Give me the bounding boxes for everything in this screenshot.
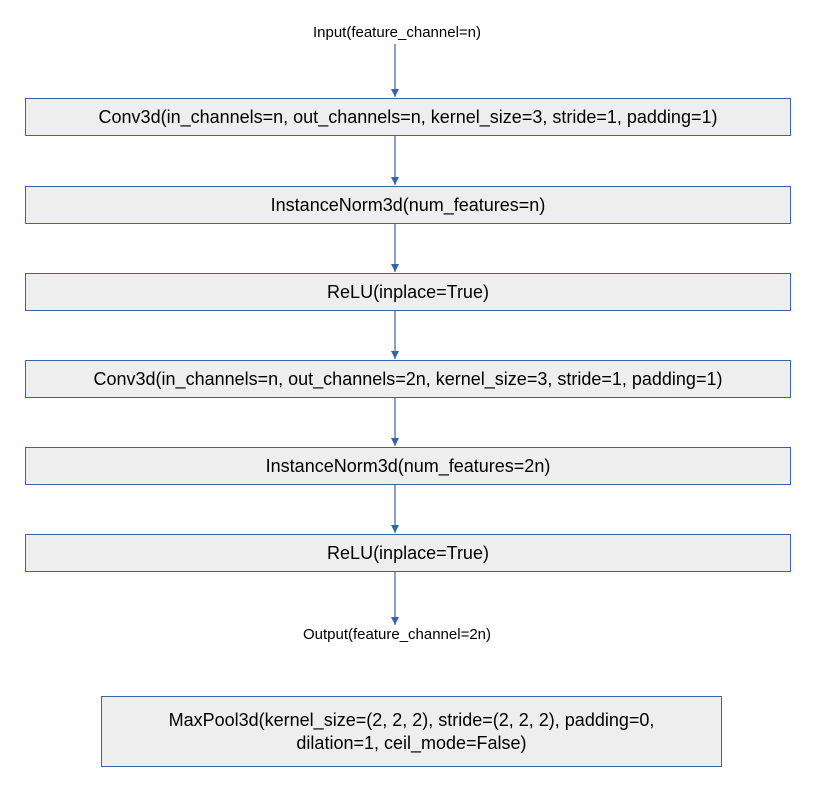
layer-instancenorm3d-1: InstanceNorm3d(num_features=n): [25, 186, 791, 224]
layer-relu-2: ReLU(inplace=True): [25, 534, 791, 572]
layer-conv3d-1: Conv3d(in_channels=n, out_channels=n, ke…: [25, 98, 791, 136]
output-label: Output(feature_channel=2n): [302, 626, 492, 643]
maxpool3d-line-2: dilation=1, ceil_mode=False): [296, 732, 527, 753]
layer-instancenorm3d-2: InstanceNorm3d(num_features=2n): [25, 447, 791, 485]
layer-conv3d-2: Conv3d(in_channels=n, out_channels=2n, k…: [25, 360, 791, 398]
maxpool3d-line-1: MaxPool3d(kernel_size=(2, 2, 2), stride=…: [168, 709, 655, 730]
layer-relu-1: ReLU(inplace=True): [25, 273, 791, 311]
maxpool3d-box: MaxPool3d(kernel_size=(2, 2, 2), stride=…: [101, 696, 722, 767]
input-label: Input(feature_channel=n): [312, 24, 482, 41]
